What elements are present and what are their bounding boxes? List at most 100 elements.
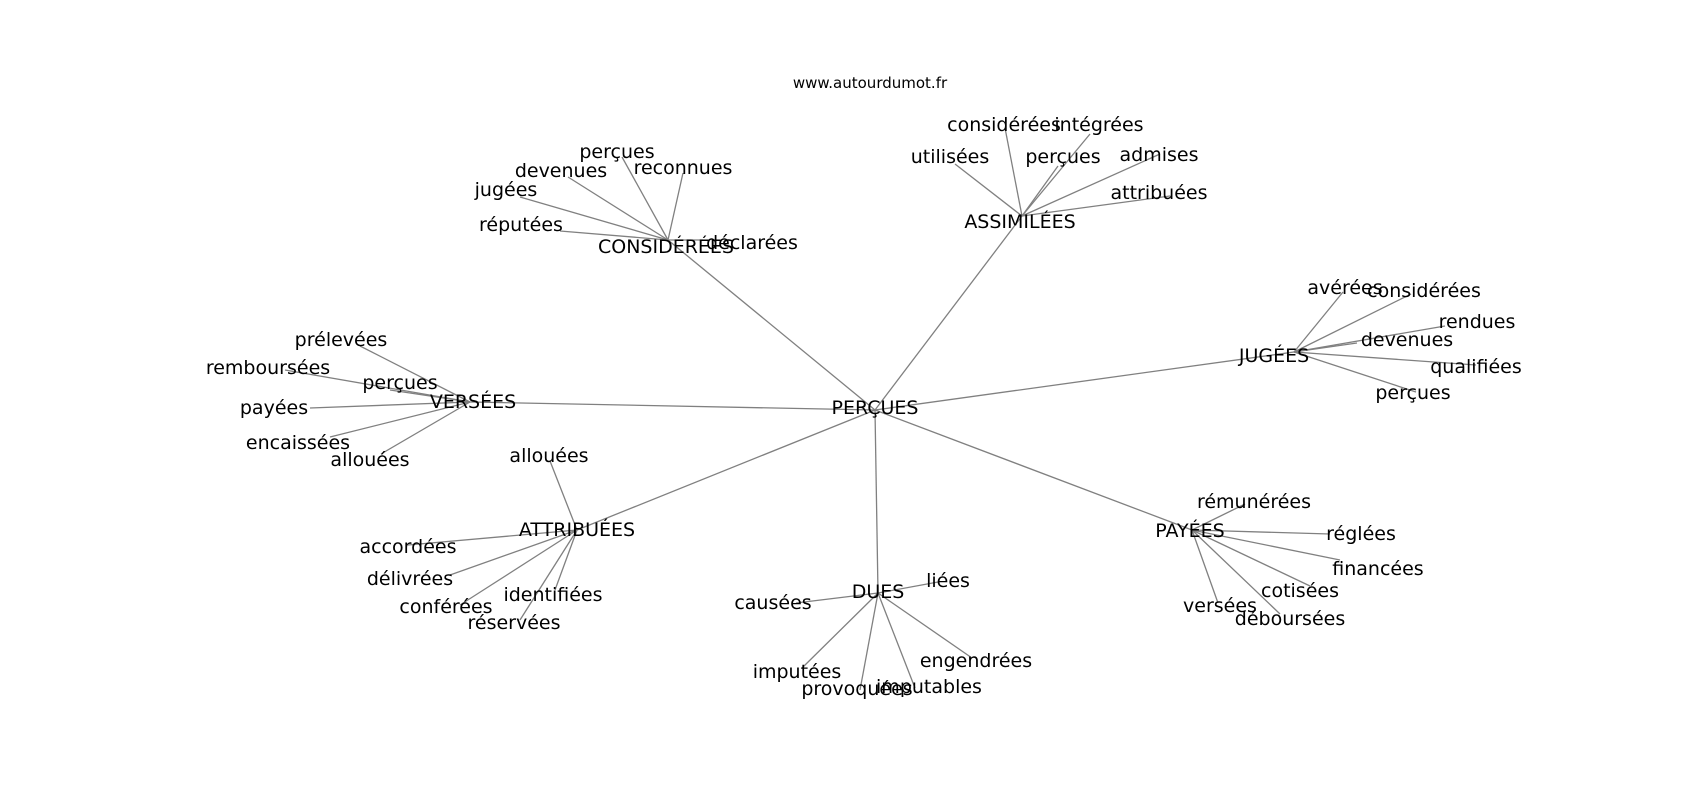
hub-node-label: DUES [852, 581, 905, 603]
edge-dues-to-liees [877, 581, 939, 594]
graph-edges [284, 127, 1477, 691]
edge-payees-to-cotisees [1191, 529, 1311, 587]
edge-assimilees-to-integrees [1021, 133, 1091, 217]
leaf-node-label: devenues [515, 160, 607, 182]
leaf-node-label: avérées [1307, 277, 1382, 299]
leaf-node-label: prélevées [295, 329, 388, 351]
leaf-node-label: allouées [509, 445, 588, 467]
leaf-node-label: versées [1183, 595, 1257, 617]
leaf-node-label: conférées [399, 596, 492, 618]
edge-assimilees-to-admises [1021, 153, 1161, 217]
edge-versees-to-payees [309, 401, 471, 409]
leaf-node-label: admises [1120, 144, 1199, 166]
hub-node-label: ASSIMILÉES [964, 210, 1075, 233]
root-node-label: PERÇUES [832, 397, 919, 419]
leaf-node-label: identifiées [503, 584, 602, 606]
edge-attribuees-to-delivrees [449, 529, 578, 576]
edge-versees-to-allouees [380, 401, 471, 455]
edge-jugees-to-rendues [1293, 325, 1446, 353]
hub-node-label: PAYÉES [1155, 519, 1224, 542]
leaf-node-label: financées [1332, 558, 1423, 580]
leaf-node-label: réglées [1326, 523, 1396, 545]
hub-node-label: JUGÉES [1238, 344, 1309, 367]
edge-versees-to-remboursees [284, 369, 471, 403]
edge-payees-to-versees [1191, 529, 1219, 604]
leaf-node-label: remboursées [206, 357, 330, 379]
leaf-node-label: accordées [360, 536, 457, 558]
leaf-node-label: qualifiées [1430, 356, 1522, 378]
leaf-node-label: rémunérées [1197, 491, 1311, 513]
leaf-node-label: intégrées [1054, 114, 1143, 136]
leaf-node-label: provoquées [801, 678, 912, 700]
edge-jugees-to-averees [1293, 291, 1344, 353]
edge-root-to-assimilees [874, 215, 1023, 411]
leaf-node-label: encaissées [246, 432, 350, 454]
edge-dues-to-imputables [877, 592, 916, 689]
leaf-node-label: considérées [947, 114, 1061, 136]
edge-assimilees-to-utilisees [954, 163, 1023, 217]
edge-root-to-versees [469, 401, 876, 411]
edge-payees-to-financees [1191, 529, 1341, 561]
leaf-node-label: perçues [579, 141, 654, 163]
edge-jugees-to-qualifiees [1293, 351, 1477, 366]
edge-payees-to-remunerees [1191, 503, 1246, 531]
site-watermark: www.autourdumot.fr [793, 74, 948, 92]
edge-dues-to-engendrees [877, 592, 973, 659]
edge-attribuees-to-allouees [549, 460, 578, 531]
edge-considerees-to-devenues [567, 176, 669, 241]
edge-dues-to-causees [795, 592, 879, 604]
edge-root-to-attribuees [576, 409, 876, 531]
leaf-node-label: délivrées [367, 568, 453, 590]
leaf-node-label: causées [734, 592, 811, 614]
edge-considerees-to-reputees [559, 230, 669, 241]
leaf-node-label: imputées [753, 661, 842, 683]
leaf-node-label: attribuées [1110, 182, 1207, 204]
leaf-node-label: perçues [1375, 382, 1450, 404]
leaf-node-label: imputables [876, 676, 982, 698]
edge-root-to-considerees [667, 239, 876, 411]
edge-assimilees-to-attribuees [1021, 195, 1171, 217]
edge-attribuees-to-identifiees [554, 529, 578, 591]
leaf-node-label: reconnues [634, 157, 733, 179]
edge-considerees-to-jugees [519, 196, 669, 241]
edge-considerees-to-reconnues [667, 172, 684, 241]
leaf-node-label: utilisées [911, 146, 990, 168]
edge-assimilees-to-percues [1021, 165, 1059, 217]
edge-jugees-to-considerees [1293, 293, 1412, 353]
edge-root-to-jugees [874, 351, 1295, 411]
edge-considerees-to-percues [621, 156, 669, 241]
leaf-node-label: engendrées [920, 650, 1032, 672]
leaf-node-label: réputées [479, 214, 563, 236]
edge-versees-to-prelevees [359, 345, 471, 403]
leaf-node-label: réservées [467, 612, 560, 634]
edge-root-to-payees [874, 409, 1193, 531]
leaf-node-label: déboursées [1235, 608, 1345, 630]
leaf-node-label: perçues [362, 372, 437, 394]
edge-root-to-dues [874, 409, 879, 594]
edge-payees-to-deboursees [1191, 529, 1281, 615]
edge-attribuees-to-conferees [459, 529, 578, 606]
leaf-node-label: jugées [474, 179, 538, 201]
leaf-node-label: considérées [1367, 280, 1481, 302]
leaf-node-label: liées [926, 570, 970, 592]
leaf-node-label: devenues [1361, 329, 1453, 351]
hub-node-label: VERSÉES [430, 390, 516, 413]
graph-labels: www.autourdumot.fr PERÇUES perçuesdevenu… [206, 74, 1522, 700]
leaf-node-label: cotisées [1261, 580, 1339, 602]
leaf-node-label: allouées [330, 449, 409, 471]
leaf-node-label: rendues [1439, 311, 1516, 333]
edge-jugees-to-devenues [1293, 342, 1358, 353]
leaf-node-label: payées [240, 397, 308, 419]
edge-payees-to-reglees [1191, 529, 1331, 535]
edge-attribuees-to-reservees [519, 529, 578, 621]
edge-dues-to-imputees [801, 592, 879, 669]
edge-versees-to-encaissees [329, 401, 471, 438]
edge-jugees-to-percues [1293, 351, 1417, 393]
hub-node-label: ATTRIBUÉES [519, 518, 635, 541]
leaf-node-label: déclarées [706, 232, 798, 254]
hub-node-label: CONSIDÉRÉES [598, 235, 734, 258]
edge-versees-to-percues [389, 389, 471, 403]
edge-assimilees-to-considerees [1004, 127, 1023, 217]
edge-dues-to-provoquees [859, 592, 879, 691]
